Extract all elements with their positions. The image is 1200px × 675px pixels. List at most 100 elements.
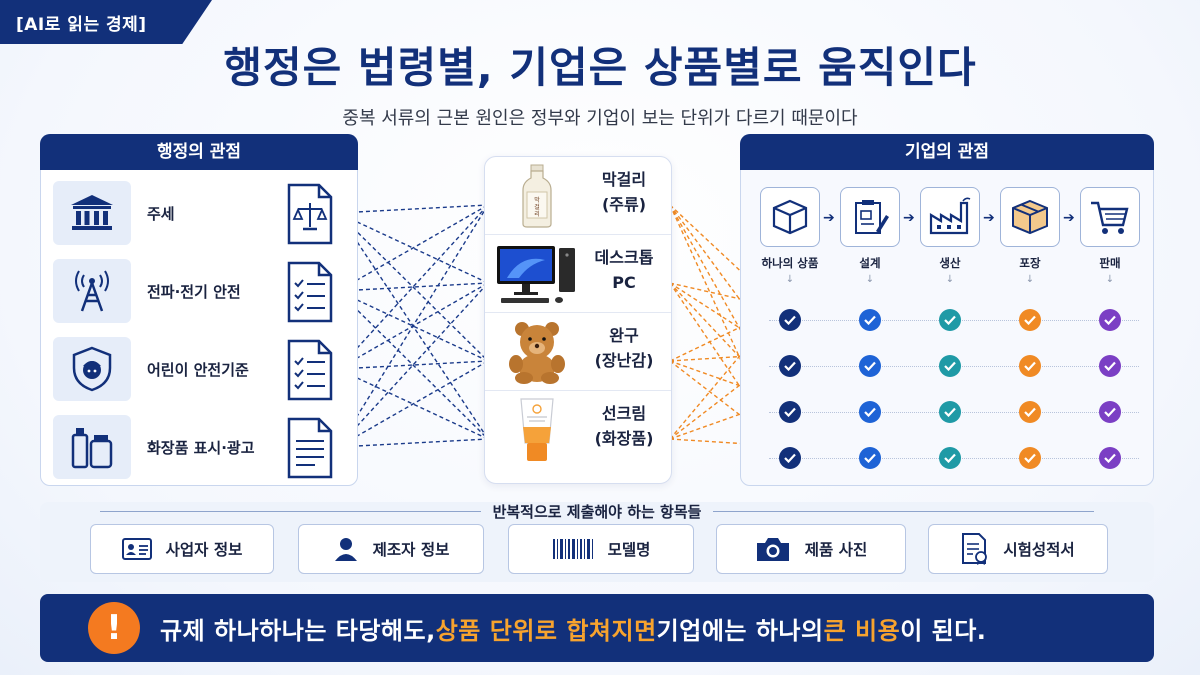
product-name: 데스크톱 [594, 248, 654, 267]
check-icon [939, 447, 961, 469]
product-name: 선크림 [601, 404, 647, 423]
step-label: 생산 [939, 256, 961, 270]
product-category: (장난감) [594, 351, 654, 370]
bank-icon [53, 181, 131, 245]
law-row-cosmetics: 화장품 표시·광고 [53, 415, 347, 481]
certificate-icon [962, 533, 988, 565]
product-category: PC [612, 273, 636, 292]
item-product-photo: 제품 사진 [716, 524, 906, 574]
administration-panel: 행정의 관점 주세 전파·전기 안전 어린이 안전기준 화장품 표시·광고 [40, 134, 358, 486]
law-row-liquor-tax: 주세 [53, 181, 347, 247]
legal-document-icon [287, 183, 333, 245]
checklist-document-icon [287, 261, 333, 323]
check-icon [1099, 355, 1121, 377]
law-label: 화장품 표시·광고 [147, 438, 255, 457]
section-tag-label: [AI로 읽는 경제] [16, 15, 147, 35]
item-label: 제품 사진 [804, 541, 868, 559]
product-label: 막걸리 (주류) [581, 167, 667, 217]
text-document-icon [287, 417, 333, 479]
check-icon [939, 309, 961, 331]
repeated-items-panel: 반복적으로 제출해야 하는 항목들 사업자 정보 제조자 정보 모델명 제품 사… [40, 502, 1154, 582]
section-tag: [AI로 읽는 경제] [0, 0, 212, 44]
arrow-down-icon: ↓ [785, 274, 795, 285]
product-toy: 완구 (장난감) [485, 313, 671, 391]
item-label: 제조자 정보 [372, 541, 450, 559]
arrow-right-icon: ➔ [903, 210, 915, 226]
conclusion-message: 규제 하나하나는 타당해도, 상품 단위로 합쳐지면 기업에는 하나의 큰 비용… [160, 594, 986, 662]
business-heading: 기업의 관점 [740, 134, 1154, 170]
id-card-icon [121, 538, 152, 560]
product-name: 막걸리 [601, 170, 647, 189]
item-label: 사업자 정보 [165, 541, 243, 559]
item-test-report: 시험성적서 [928, 524, 1108, 574]
check-icon [1099, 447, 1121, 469]
message-part: 이 된다. [900, 616, 987, 645]
check-icon [939, 401, 961, 423]
step-label: 포장 [1019, 256, 1041, 270]
check-icon [859, 309, 881, 331]
check-icon [859, 355, 881, 377]
person-icon [334, 538, 357, 561]
arrow-down-icon: ↓ [1025, 274, 1035, 285]
teddy-bear-icon [495, 319, 579, 385]
step-packaging: 포장 [999, 187, 1061, 271]
sunscreen-tube-icon [495, 397, 579, 463]
box-icon [760, 187, 820, 247]
camera-icon [756, 538, 789, 561]
administration-heading: 행정의 관점 [40, 134, 358, 170]
product-label: 데스크톱 PC [581, 245, 667, 295]
arrow-down-icon: ↓ [1105, 274, 1115, 285]
blueprint-icon [840, 187, 900, 247]
item-manufacturer-info: 제조자 정보 [298, 524, 484, 574]
step-production: 생산 [919, 187, 981, 271]
step-sales: 판매 [1079, 187, 1141, 271]
check-icon [779, 355, 801, 377]
product-label: 선크림(화장품) [581, 401, 667, 451]
check-icon [779, 309, 801, 331]
item-label: 모델명 [607, 541, 651, 559]
svg-text:걸: 걸 [534, 203, 540, 211]
step-design: 설계 [839, 187, 901, 271]
check-icon [859, 447, 881, 469]
law-row-radio-electric: 전파·전기 안전 [53, 259, 347, 325]
repeated-items-heading-text: 반복적으로 제출해야 하는 항목들 [480, 503, 714, 521]
radio-tower-icon [53, 259, 131, 323]
product-desktop-pc: 데스크톱 PC [485, 235, 671, 313]
factory-icon [920, 187, 980, 247]
arrow-right-icon: ➔ [823, 210, 835, 226]
svg-text:막: 막 [534, 196, 540, 204]
exclamation-icon: ! [88, 602, 140, 654]
item-model-name: 모델명 [508, 524, 694, 574]
message-part: 규제 하나하나는 타당해도, [160, 616, 436, 645]
barcode-icon [552, 539, 593, 559]
item-business-info: 사업자 정보 [90, 524, 274, 574]
check-icon [779, 447, 801, 469]
cart-icon [1080, 187, 1140, 247]
product-sunscreen: 선크림(화장품) [485, 391, 671, 469]
arrow-down-icon: ↓ [945, 274, 955, 285]
arrow-right-icon: ➔ [1063, 210, 1075, 226]
product-name: 완구 [609, 326, 639, 345]
message-highlight: 큰 비용 [823, 616, 901, 645]
subtitle: 중복 서류의 근본 원인은 정부와 기업이 보는 단위가 다르기 때문이다 [342, 108, 858, 129]
law-label: 전파·전기 안전 [147, 282, 241, 301]
message-highlight: 상품 단위로 합쳐지면 [435, 616, 657, 645]
desktop-pc-icon [495, 241, 579, 307]
product-category: (주류) [601, 195, 647, 214]
law-label: 어린이 안전기준 [147, 360, 249, 379]
checklist-document-icon [287, 339, 333, 401]
arrow-right-icon: ➔ [983, 210, 995, 226]
law-row-child-safety: 어린이 안전기준 [53, 337, 347, 403]
cosmetics-icon [53, 415, 131, 479]
repeated-items-heading: 반복적으로 제출해야 하는 항목들 [40, 501, 1154, 522]
conclusion-banner: ! 규제 하나하나는 타당해도, 상품 단위로 합쳐지면 기업에는 하나의 큰 … [40, 594, 1154, 662]
check-icon [779, 401, 801, 423]
package-icon [1000, 187, 1060, 247]
product-label: 완구 (장난감) [581, 323, 667, 373]
check-icon [1099, 309, 1121, 331]
check-icon [939, 355, 961, 377]
check-icon [1019, 447, 1041, 469]
